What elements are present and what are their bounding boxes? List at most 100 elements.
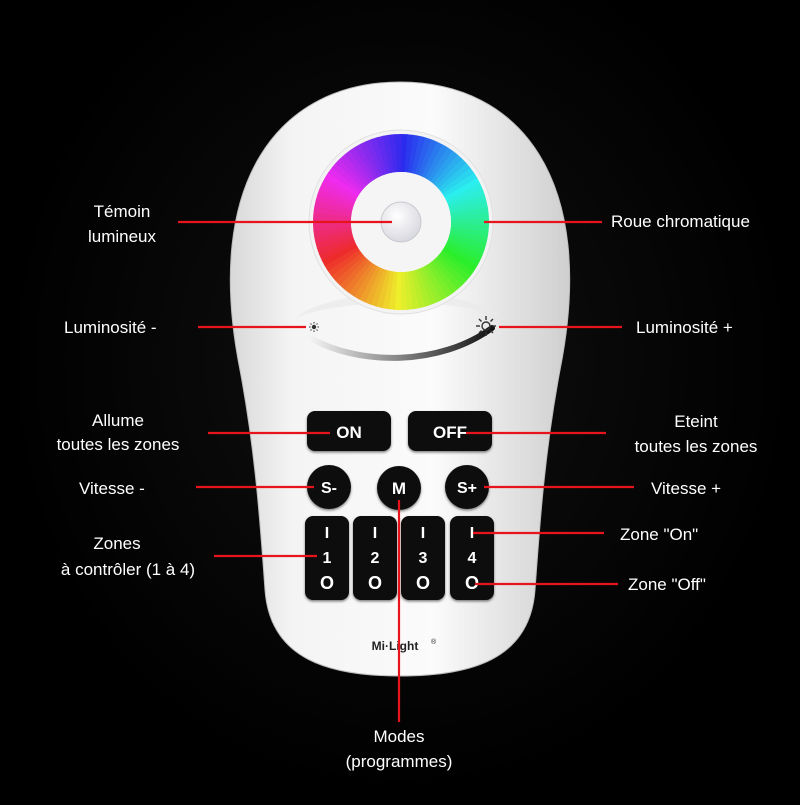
color-wheel-segment[interactable] <box>349 146 375 182</box>
color-wheel-segment[interactable] <box>418 139 438 177</box>
color-wheel-segment[interactable] <box>404 134 415 173</box>
color-wheel-segment[interactable] <box>449 200 488 214</box>
color-wheel-segment[interactable] <box>364 267 384 305</box>
color-wheel-segment[interactable] <box>331 162 365 192</box>
color-wheel-segment[interactable] <box>339 257 369 290</box>
color-wheel-segment[interactable] <box>314 199 353 214</box>
color-wheel-segment[interactable] <box>433 154 463 187</box>
color-wheel-segment[interactable] <box>381 270 395 310</box>
color-wheel-segment[interactable] <box>348 262 375 297</box>
color-wheel-segment[interactable] <box>432 257 463 291</box>
color-wheel-segment[interactable] <box>359 141 382 178</box>
mode-button[interactable]: M <box>377 466 421 510</box>
color-wheel-segment[interactable] <box>450 206 489 218</box>
off-button[interactable]: OFF <box>408 411 492 451</box>
color-wheel-segment[interactable] <box>447 189 485 208</box>
color-wheel-segment[interactable] <box>321 243 358 266</box>
color-wheel-segment[interactable] <box>445 183 483 204</box>
color-wheel-segment[interactable] <box>435 255 467 286</box>
color-wheel-segment[interactable] <box>444 178 481 201</box>
color-wheel-segment[interactable] <box>414 268 432 307</box>
speed-minus-button[interactable]: S- <box>307 465 351 509</box>
color-wheel-segment[interactable] <box>376 135 392 174</box>
color-wheel-segment[interactable] <box>324 246 360 272</box>
color-wheel-segment[interactable] <box>328 167 362 195</box>
color-wheel-segment[interactable] <box>315 233 354 250</box>
color-wheel-segment[interactable] <box>448 234 487 251</box>
color-wheel-segment[interactable] <box>417 267 437 306</box>
color-wheel-segment[interactable] <box>444 243 481 267</box>
color-wheel-segment[interactable] <box>400 271 408 310</box>
color-wheel-segment[interactable] <box>382 134 395 174</box>
color-wheel-segment[interactable] <box>315 193 354 210</box>
callout-speed-plus: Vitesse + <box>651 479 721 498</box>
color-wheel-segment[interactable] <box>335 158 367 189</box>
color-wheel-segment[interactable] <box>445 240 483 262</box>
color-wheel-segment[interactable] <box>334 255 367 286</box>
color-wheel-segment[interactable] <box>424 264 448 301</box>
color-wheel-segment[interactable] <box>407 270 420 310</box>
color-wheel-segment[interactable] <box>449 230 488 245</box>
color-wheel-segment[interactable] <box>313 223 352 232</box>
color-wheel-segment[interactable] <box>319 182 357 204</box>
color-wheel-segment[interactable] <box>321 177 358 201</box>
color-wheel-segment[interactable] <box>430 150 459 185</box>
color-wheel-segment[interactable] <box>437 252 471 282</box>
color-wheel-segment[interactable] <box>407 134 421 174</box>
color-wheel-segment[interactable] <box>450 223 489 233</box>
color-wheel-segment[interactable] <box>317 236 355 255</box>
color-wheel-segment[interactable] <box>429 260 458 294</box>
color-wheel-segment[interactable] <box>387 271 398 310</box>
color-wheel-segment[interactable] <box>313 211 352 221</box>
color-wheel-segment[interactable] <box>353 264 378 300</box>
color-wheel-segment[interactable] <box>411 135 427 175</box>
color-wheel-segment[interactable] <box>410 270 426 309</box>
color-wheel-segment[interactable] <box>440 167 475 195</box>
zone-key-4[interactable]: I 4 O <box>450 516 494 600</box>
color-wheel-segment[interactable] <box>331 252 364 281</box>
color-wheel-segment[interactable] <box>424 144 449 180</box>
color-wheel-segment[interactable] <box>314 230 353 244</box>
on-button[interactable]: ON <box>307 411 391 451</box>
zone-key-1[interactable]: I 1 O <box>305 516 349 600</box>
color-wheel-segment[interactable] <box>339 153 370 187</box>
color-wheel-segment[interactable] <box>344 150 373 184</box>
brand-logo: Mi·Light <box>372 639 419 653</box>
color-wheel-segment[interactable] <box>414 137 432 176</box>
color-wheel-segment[interactable] <box>435 158 468 189</box>
color-wheel-segment[interactable] <box>319 240 357 261</box>
color-wheel-segment[interactable] <box>370 268 388 307</box>
color-wheel-segment[interactable] <box>358 265 381 303</box>
speed-plus-button[interactable]: S+ <box>445 465 489 509</box>
color-wheel-segment[interactable] <box>324 172 360 197</box>
color-wheel-segment[interactable] <box>327 249 362 277</box>
zone-key-2[interactable]: I 2 O <box>353 516 397 600</box>
color-wheel-segment[interactable] <box>421 141 444 179</box>
color-wheel-segment[interactable] <box>440 249 474 277</box>
color-wheel-segment[interactable] <box>448 194 487 211</box>
color-wheel-segment[interactable] <box>450 212 489 221</box>
color-wheel-segment[interactable] <box>343 259 372 294</box>
color-wheel-segment[interactable] <box>450 227 489 239</box>
color-wheel-segment[interactable] <box>313 205 352 217</box>
color-wheel-segment[interactable] <box>365 138 385 177</box>
color-wheel-segment[interactable] <box>438 163 471 192</box>
color-wheel[interactable] <box>308 129 494 315</box>
color-wheel-segment[interactable] <box>317 188 355 207</box>
color-wheel-segment[interactable] <box>427 262 453 298</box>
color-wheel-segment[interactable] <box>447 237 485 256</box>
color-wheel-segment[interactable] <box>427 147 454 182</box>
color-wheel-segment[interactable] <box>401 134 409 173</box>
callout-zone-off: Zone "Off" <box>628 575 706 594</box>
brightness-slider[interactable] <box>307 325 495 361</box>
color-wheel-segment[interactable] <box>375 269 391 309</box>
zone-key-3[interactable]: I 3 O <box>401 516 445 600</box>
color-wheel-segment[interactable] <box>442 247 478 272</box>
color-wheel-segment[interactable] <box>393 271 401 310</box>
color-wheel-segment[interactable] <box>354 143 378 180</box>
color-wheel-segment[interactable] <box>394 134 402 173</box>
color-wheel-segment[interactable] <box>442 172 478 198</box>
color-wheel-segment[interactable] <box>420 266 443 303</box>
color-wheel-segment[interactable] <box>313 226 352 238</box>
color-wheel-segment[interactable] <box>370 137 388 176</box>
